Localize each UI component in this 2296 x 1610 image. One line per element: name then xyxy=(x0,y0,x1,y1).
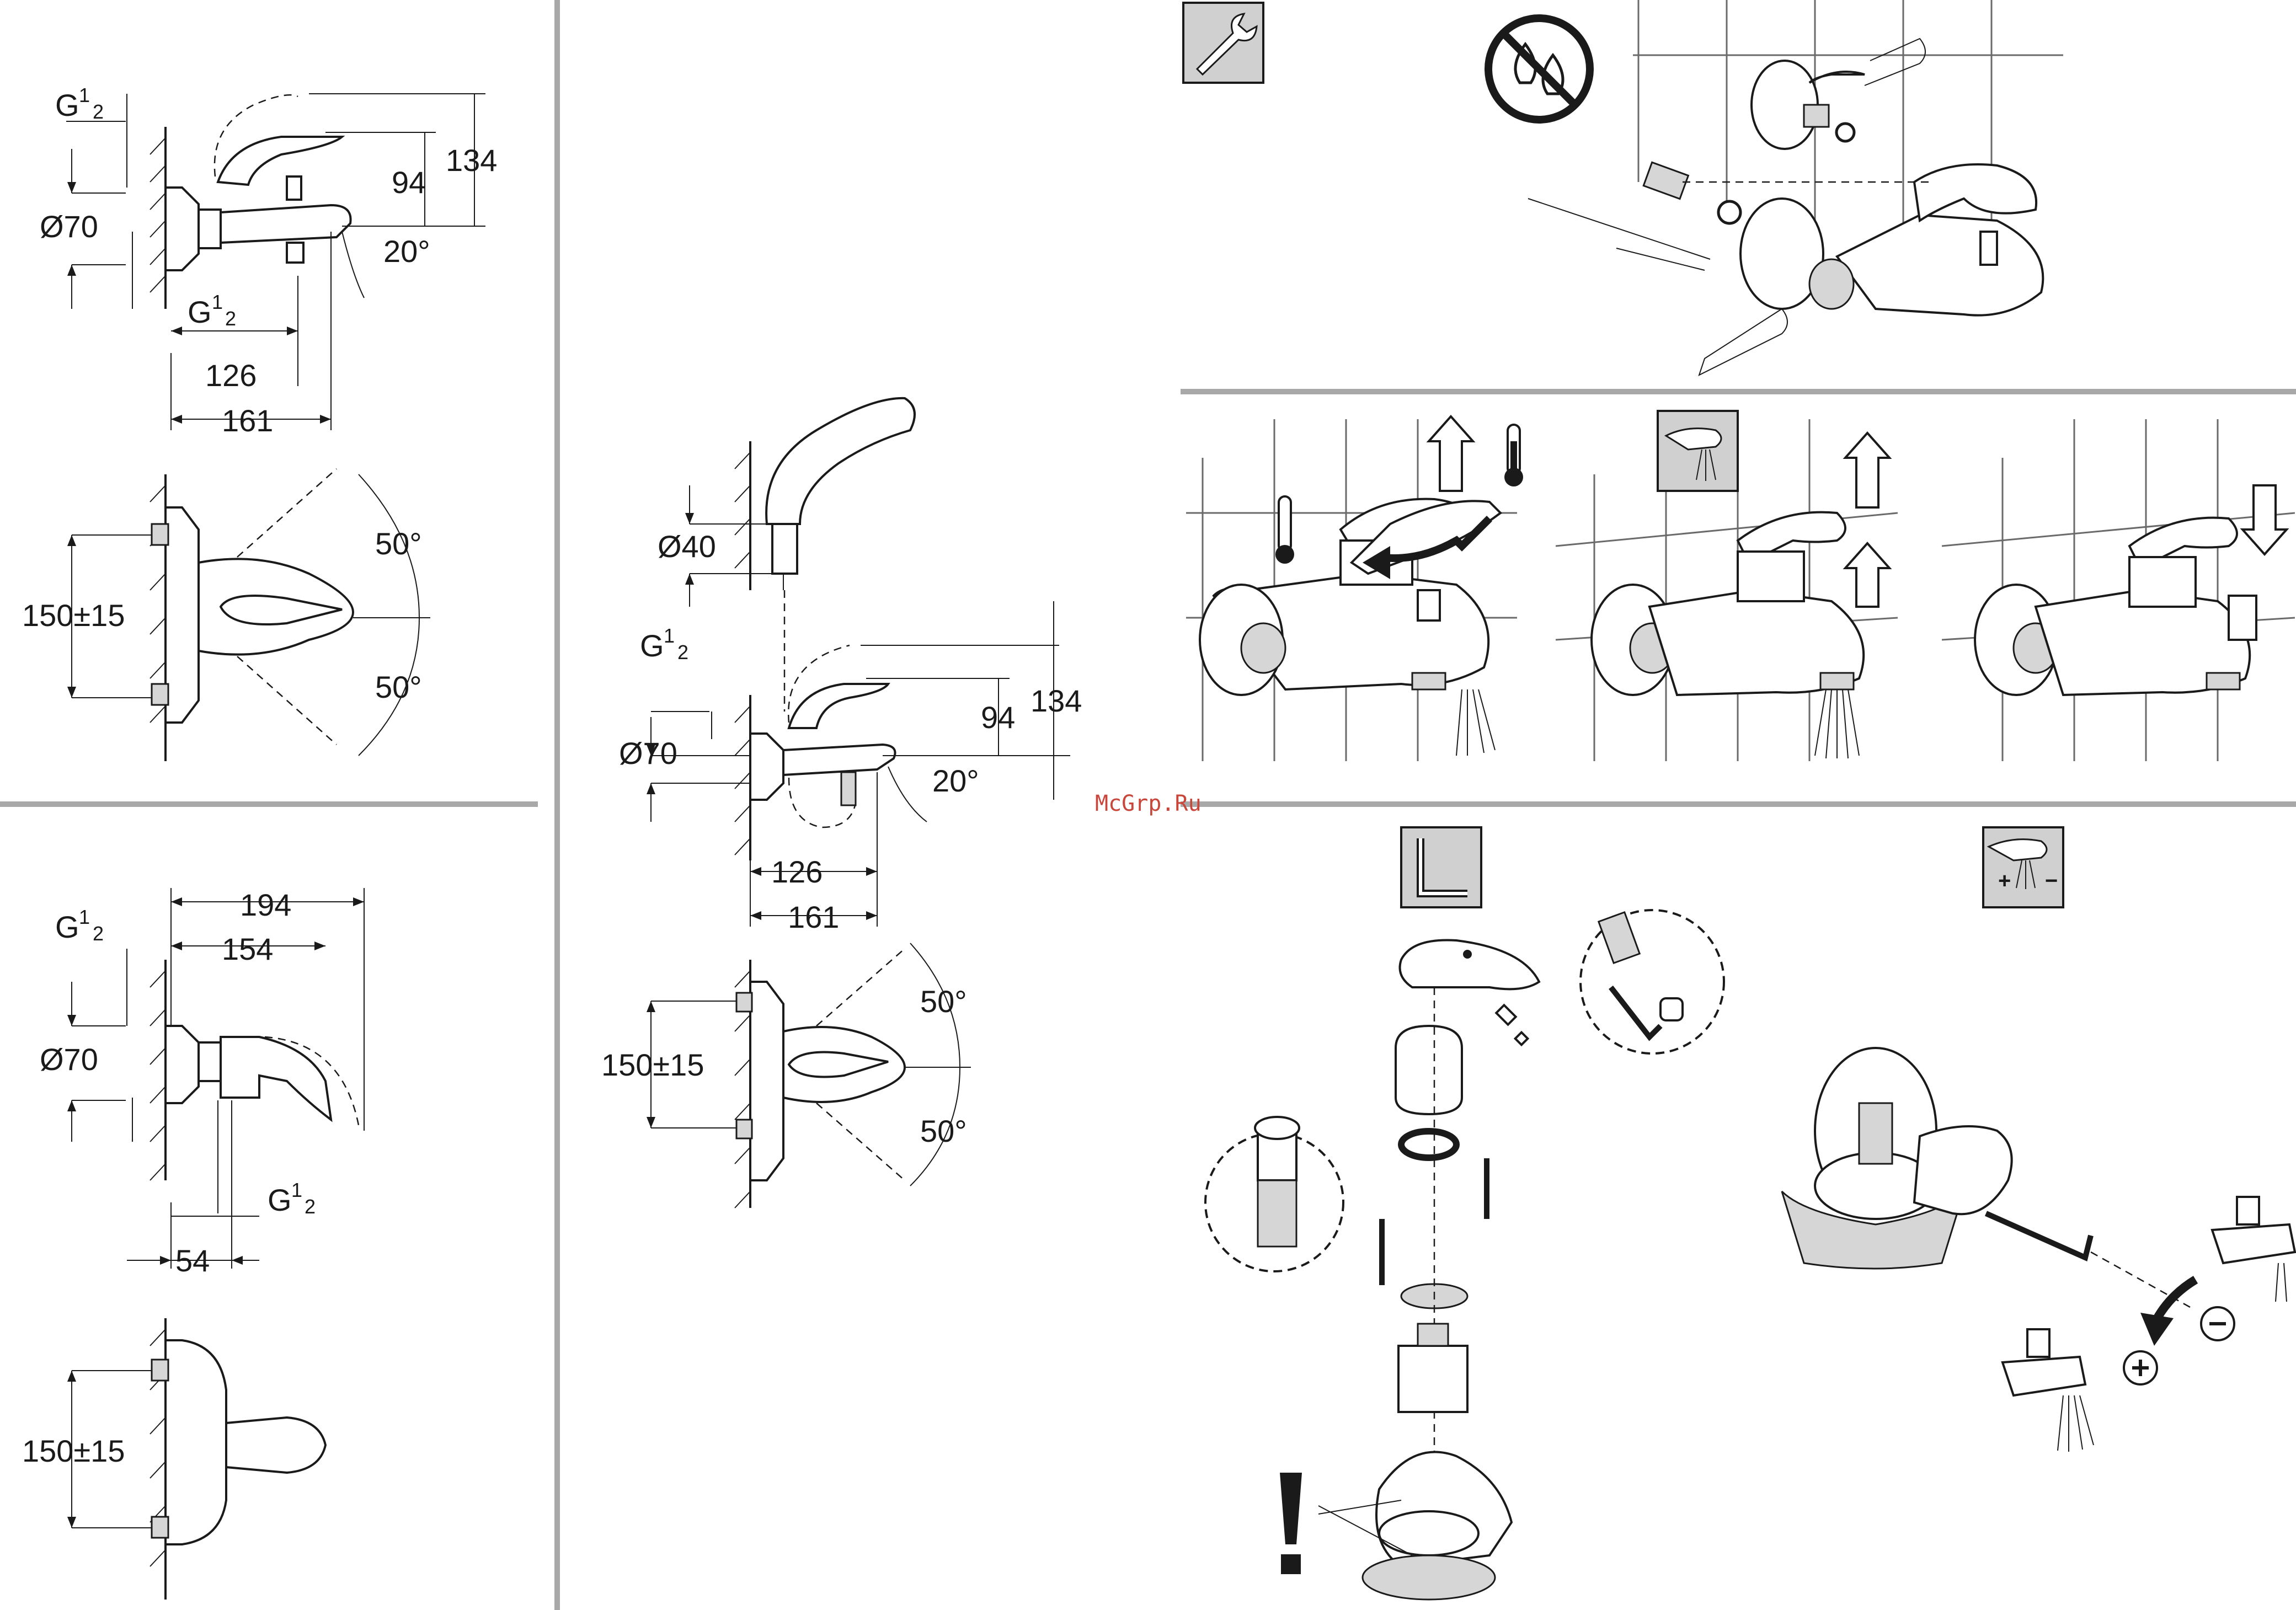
dim-94: 94 xyxy=(392,165,426,200)
dim-dia70: Ø70 xyxy=(619,736,677,771)
dim-134: 134 xyxy=(446,143,497,178)
dim-g-top: G xyxy=(55,910,79,944)
dim-54: 54 xyxy=(175,1243,210,1278)
dim-20deg: 20° xyxy=(932,763,979,798)
thermometer-cold-icon xyxy=(1275,496,1294,564)
dim-134: 134 xyxy=(1030,683,1082,718)
wrench-icon xyxy=(1183,3,1263,83)
flow-plus-label: + xyxy=(1998,869,2011,893)
dim-g-top-sup: 1 xyxy=(79,84,90,106)
dim-g-bottom-sup: 1 xyxy=(212,291,223,313)
dim-g-bottom-sup: 1 xyxy=(291,1179,302,1201)
dim-20deg: 20° xyxy=(383,234,430,269)
dim-g-top: G xyxy=(55,88,79,122)
dim-126: 126 xyxy=(205,358,257,393)
arrow-down-icon xyxy=(2242,485,2287,554)
dim-50-bottom: 50° xyxy=(375,670,422,704)
arrow-up-icon xyxy=(1845,543,1889,607)
dim-g-bottom: G xyxy=(268,1183,292,1217)
dim-154: 154 xyxy=(222,932,273,966)
cartridge-step: ! xyxy=(1205,827,1724,1601)
dim-g-bottom: G xyxy=(188,295,212,329)
bath-mixer-side-view: G 1 2 Ø70 94 134 20° G 1 2 126 161 xyxy=(40,84,497,438)
handshower-front-view: 150±15 50° 50° xyxy=(601,943,971,1208)
flow-adjust-icon: + − xyxy=(1983,827,2063,907)
installation-step xyxy=(1183,0,2063,375)
flow-adjust-step: + − xyxy=(1782,827,2295,1452)
dim-g-bottom-sub: 2 xyxy=(225,307,236,330)
spray-icon xyxy=(1456,689,1495,756)
dim-126: 126 xyxy=(771,854,823,889)
dim-50-bottom: 50° xyxy=(920,1114,967,1148)
dim-dia70: Ø70 xyxy=(40,209,98,244)
dim-50-top: 50° xyxy=(375,526,422,561)
dim-50-top: 50° xyxy=(920,984,967,1019)
hex-key-icon xyxy=(1401,827,1481,907)
dim-g-top-sup: 1 xyxy=(79,906,90,928)
dim-g: G xyxy=(640,628,664,663)
warning-icon: ! xyxy=(1280,1473,1302,1601)
dim-g-top-sub: 2 xyxy=(93,100,104,123)
warning-mark: ! xyxy=(1290,1595,1292,1601)
dim-150: 150±15 xyxy=(22,1434,125,1468)
dim-161: 161 xyxy=(222,403,273,438)
thermometer-hot-icon xyxy=(1504,425,1523,486)
dim-g-top-sub: 2 xyxy=(93,922,104,945)
bath-mixer-front-view: 150±15 50° 50° xyxy=(22,469,430,761)
dim-g-sub: 2 xyxy=(677,641,688,664)
spray-icon xyxy=(1815,689,1859,758)
spray-icon xyxy=(1658,411,1738,491)
dim-g-sup: 1 xyxy=(664,624,675,647)
dim-94: 94 xyxy=(981,700,1015,735)
shower-mixer-front-view: 150±15 xyxy=(22,1318,325,1600)
arrow-up-icon xyxy=(1429,416,1473,491)
arrow-up-icon xyxy=(1845,433,1889,507)
operation-steps xyxy=(1186,411,2295,761)
dim-194: 194 xyxy=(240,887,291,922)
flow-minus-label: − xyxy=(2045,869,2058,893)
dim-150: 150±15 xyxy=(22,598,125,633)
dim-dia40: Ø40 xyxy=(658,529,716,564)
watermark: McGrp.Ru xyxy=(1095,791,1202,816)
dim-dia70: Ø70 xyxy=(40,1042,98,1077)
dim-150: 150±15 xyxy=(601,1047,704,1082)
dim-161: 161 xyxy=(788,900,839,934)
dim-g-bottom-sub: 2 xyxy=(305,1195,316,1218)
shower-mixer-side-view: 194 154 G 1 2 Ø70 G 1 2 54 xyxy=(40,887,364,1278)
no-sealant-icon xyxy=(1488,18,1590,120)
handshower-side-view: Ø40 G 1 2 Ø70 94 134 20° 126 161 xyxy=(619,398,1082,934)
